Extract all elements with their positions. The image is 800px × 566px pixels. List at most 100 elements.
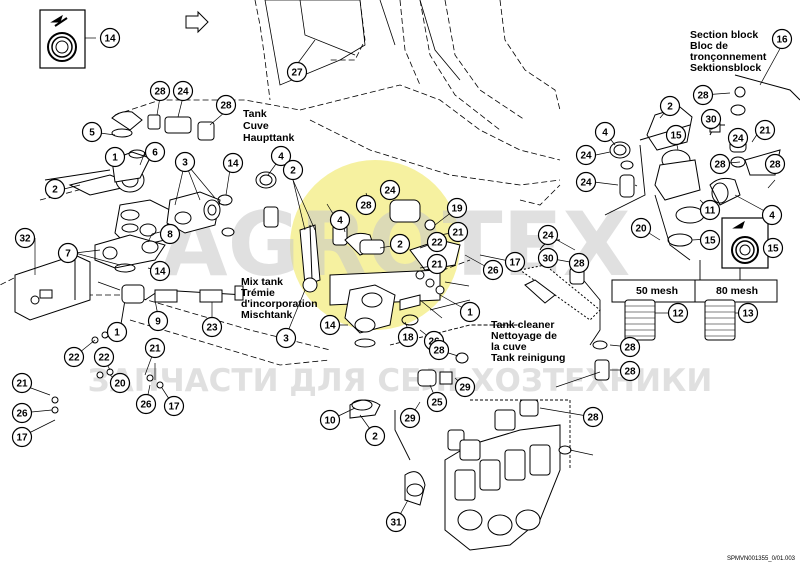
callout-number: 22 bbox=[68, 353, 80, 364]
callout-15: 15 bbox=[762, 237, 784, 259]
callout-circle bbox=[11, 402, 33, 424]
callout-number: 7 bbox=[65, 249, 71, 260]
callout-number: 17 bbox=[16, 433, 28, 444]
callout-26: 26 bbox=[482, 259, 504, 281]
callout-28: 28 bbox=[568, 252, 590, 274]
section-block-label-en: Section block bbox=[690, 29, 758, 41]
callout-20: 20 bbox=[109, 372, 131, 394]
callout-circle bbox=[426, 231, 448, 253]
callout-number: 31 bbox=[390, 518, 402, 529]
callout-number: 14 bbox=[324, 321, 336, 332]
callout-circle bbox=[630, 217, 652, 239]
callout-10: 10 bbox=[319, 409, 341, 431]
callout-circle bbox=[428, 339, 450, 361]
callout-number: 17 bbox=[168, 402, 180, 413]
callout-circle bbox=[201, 316, 223, 338]
callout-5: 5 bbox=[81, 121, 103, 143]
callout-circle bbox=[329, 209, 351, 231]
callout-3: 3 bbox=[174, 151, 196, 173]
callout-22: 22 bbox=[63, 346, 85, 368]
callout-circle bbox=[737, 302, 759, 324]
callout-circle bbox=[319, 314, 341, 336]
callout-24: 24 bbox=[172, 80, 194, 102]
callout-circle bbox=[619, 336, 641, 358]
callout-circle bbox=[482, 259, 504, 281]
callout-number: 21 bbox=[759, 126, 771, 137]
section-block-label-fr1: Bloc de bbox=[690, 40, 728, 52]
callout-circle bbox=[699, 199, 721, 221]
callout-number: 28 bbox=[624, 343, 636, 354]
callout-26: 26 bbox=[135, 393, 157, 415]
callout-11: 11 bbox=[699, 199, 721, 221]
callout-circle bbox=[149, 80, 171, 102]
callout-24: 24 bbox=[379, 179, 401, 201]
kit-icon-box-right bbox=[721, 217, 769, 269]
callout-28: 28 bbox=[149, 80, 171, 102]
callout-circle bbox=[222, 152, 244, 174]
callout-number: 1 bbox=[467, 308, 473, 319]
callout-20: 20 bbox=[630, 217, 652, 239]
callout-number: 5 bbox=[89, 128, 95, 139]
callout-14: 14 bbox=[222, 152, 244, 174]
callout-17: 17 bbox=[11, 426, 33, 448]
callout-circle bbox=[135, 393, 157, 415]
callout-number: 21 bbox=[452, 228, 464, 239]
callout-17: 17 bbox=[163, 395, 185, 417]
callout-3: 3 bbox=[275, 327, 297, 349]
callout-28: 28 bbox=[355, 194, 377, 216]
callout-24: 24 bbox=[537, 224, 559, 246]
callout-number: 12 bbox=[672, 309, 684, 320]
mix-tank-label-en: Mix tank bbox=[241, 276, 283, 288]
callout-number: 26 bbox=[487, 266, 499, 277]
callout-number: 29 bbox=[404, 414, 416, 425]
callout-number: 22 bbox=[431, 238, 443, 249]
callout-number: 15 bbox=[704, 236, 716, 247]
callout-number: 26 bbox=[140, 400, 152, 411]
label-tank-cleaner: Tank cleaner Nettoyage de la cuve Tank r… bbox=[491, 319, 565, 364]
callout-circle bbox=[459, 301, 481, 323]
callout-number: 25 bbox=[431, 398, 443, 409]
callout-circle bbox=[447, 221, 469, 243]
callout-number: 22 bbox=[98, 353, 110, 364]
callout-circle bbox=[399, 407, 421, 429]
callout-circle bbox=[504, 251, 526, 273]
callout-circle bbox=[149, 260, 171, 282]
callout-number: 10 bbox=[324, 416, 336, 427]
callout-circle bbox=[771, 28, 793, 50]
callout-circle bbox=[762, 237, 784, 259]
callout-number: 15 bbox=[767, 244, 779, 255]
callout-31: 31 bbox=[385, 511, 407, 533]
callout-number: 3 bbox=[182, 158, 188, 169]
callout-22: 22 bbox=[426, 231, 448, 253]
callout-circle bbox=[699, 229, 721, 251]
callout-number: 30 bbox=[542, 254, 554, 265]
callout-26: 26 bbox=[11, 402, 33, 424]
callout-13: 13 bbox=[737, 302, 759, 324]
callout-2: 2 bbox=[44, 178, 66, 200]
callout-number: 20 bbox=[635, 224, 647, 235]
callout-29: 29 bbox=[454, 376, 476, 398]
tank-cleaner-label-en: Tank cleaner bbox=[491, 319, 554, 331]
callout-circle bbox=[582, 406, 604, 428]
callout-circle bbox=[426, 391, 448, 413]
callout-circle bbox=[270, 145, 292, 167]
callout-circle bbox=[727, 127, 749, 149]
callout-number: 14 bbox=[154, 267, 166, 278]
tank-label-fr: Cuve bbox=[243, 120, 269, 132]
callout-28: 28 bbox=[709, 153, 731, 175]
callout-circle bbox=[446, 197, 468, 219]
callout-32: 32 bbox=[14, 227, 36, 249]
callout-circle bbox=[397, 326, 419, 348]
callout-28: 28 bbox=[619, 336, 641, 358]
drawing-reference: SPMVN001355_0/01.003 bbox=[727, 556, 796, 562]
callout-circle bbox=[14, 227, 36, 249]
callout-number: 28 bbox=[587, 413, 599, 424]
callout-circle bbox=[700, 108, 722, 130]
callout-9: 9 bbox=[147, 310, 169, 332]
callout-number: 16 bbox=[776, 35, 788, 46]
label-section-block: Section block Bloc de tronçonnement Sekt… bbox=[690, 29, 767, 74]
callout-circle bbox=[692, 84, 714, 106]
callout-number: 27 bbox=[291, 68, 303, 79]
callout-circle bbox=[319, 409, 341, 431]
